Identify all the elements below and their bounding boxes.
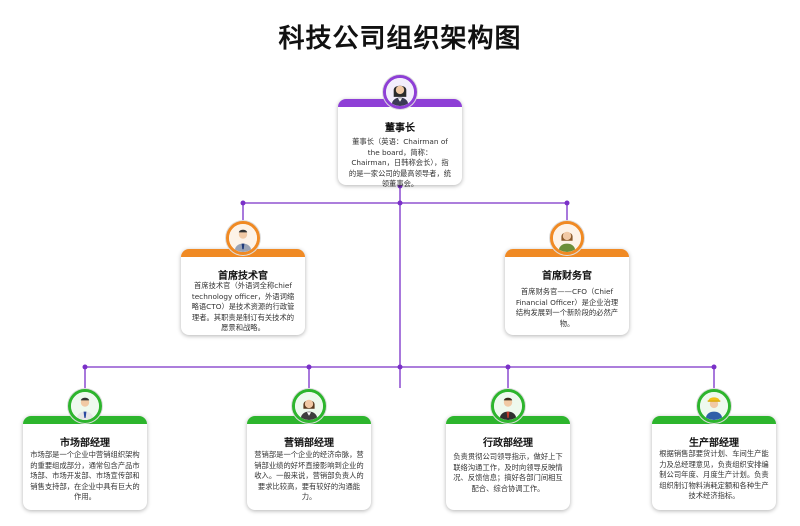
node-admin-manager: 行政部经理 负责贯彻公司领导指示，做好上下联络沟通工作，及时向领导反映情况、反馈… [446,416,570,510]
node-cfo: 首席财务官 首席财务官——CFO（Chief Financial Officer… [505,249,629,335]
node-description: 根据销售部要货计划、车间生产能力及总经理意见，负责组织安排编制公司年度、月度生产… [659,449,769,500]
avatar-woman-icon [292,389,326,423]
node-description: 首席技术官（外语词全称chief technology officer，外语词缩… [191,281,295,332]
node-marketing-manager: 市场部经理 市场部是一个企业中营销组织架构的重要组成部分，通常包含产品市场部、市… [23,416,147,510]
node-description: 市场部是一个企业中营销组织架构的重要组成部分，通常包含产品市场部、市场开发部、市… [30,450,140,501]
chart-title: 科技公司组织架构图 [278,24,522,54]
node-role: 市场部经理 [60,438,110,449]
junction-dot [306,364,312,370]
junction-dot [505,364,511,370]
node-role: 首席财务官 [542,271,592,282]
node-description: 董事长（英语：Chairman of the board，简称：Chairman… [348,137,452,188]
junction-dot [397,200,403,206]
node-role: 董事长 [385,123,415,134]
node-production-manager: 生产部经理 根据销售部要货计划、车间生产能力及总经理意见，负责组织安排编制公司年… [652,416,776,510]
node-description: 首席财务官——CFO（Chief Financial Officer）是企业治理… [515,287,619,328]
node-description: 负责贯彻公司领导指示，做好上下联络沟通工作，及时向领导反映情况、反馈信息；搞好各… [453,452,563,493]
avatar-worker-icon [697,389,731,423]
junction-dot [82,364,88,370]
junction-dot [240,200,246,206]
avatar-woman-icon [383,75,417,109]
node-ceo: 董事长 董事长（英语：Chairman of the board，简称：Chai… [338,99,462,188]
junction-dot [711,364,717,370]
avatar-man-icon [68,389,102,423]
avatar-man-icon [491,389,525,423]
node-role: 首席技术官 [218,271,268,282]
avatar-woman-icon [550,221,584,255]
node-role: 生产部经理 [689,438,739,449]
junction-dot [397,364,403,370]
node-cto: 首席技术官 首席技术官（外语词全称chief technology office… [181,249,305,335]
node-description: 营销部是一个企业的经济命脉，营销部业绩的好坏直接影响到企业的收入。一般来说，营销… [254,450,364,501]
avatar-man-icon [226,221,260,255]
node-sales-manager: 营销部经理 营销部是一个企业的经济命脉，营销部业绩的好坏直接影响到企业的收入。一… [247,416,371,510]
node-role: 行政部经理 [483,438,533,449]
node-role: 营销部经理 [284,438,334,449]
junction-dot [564,200,570,206]
